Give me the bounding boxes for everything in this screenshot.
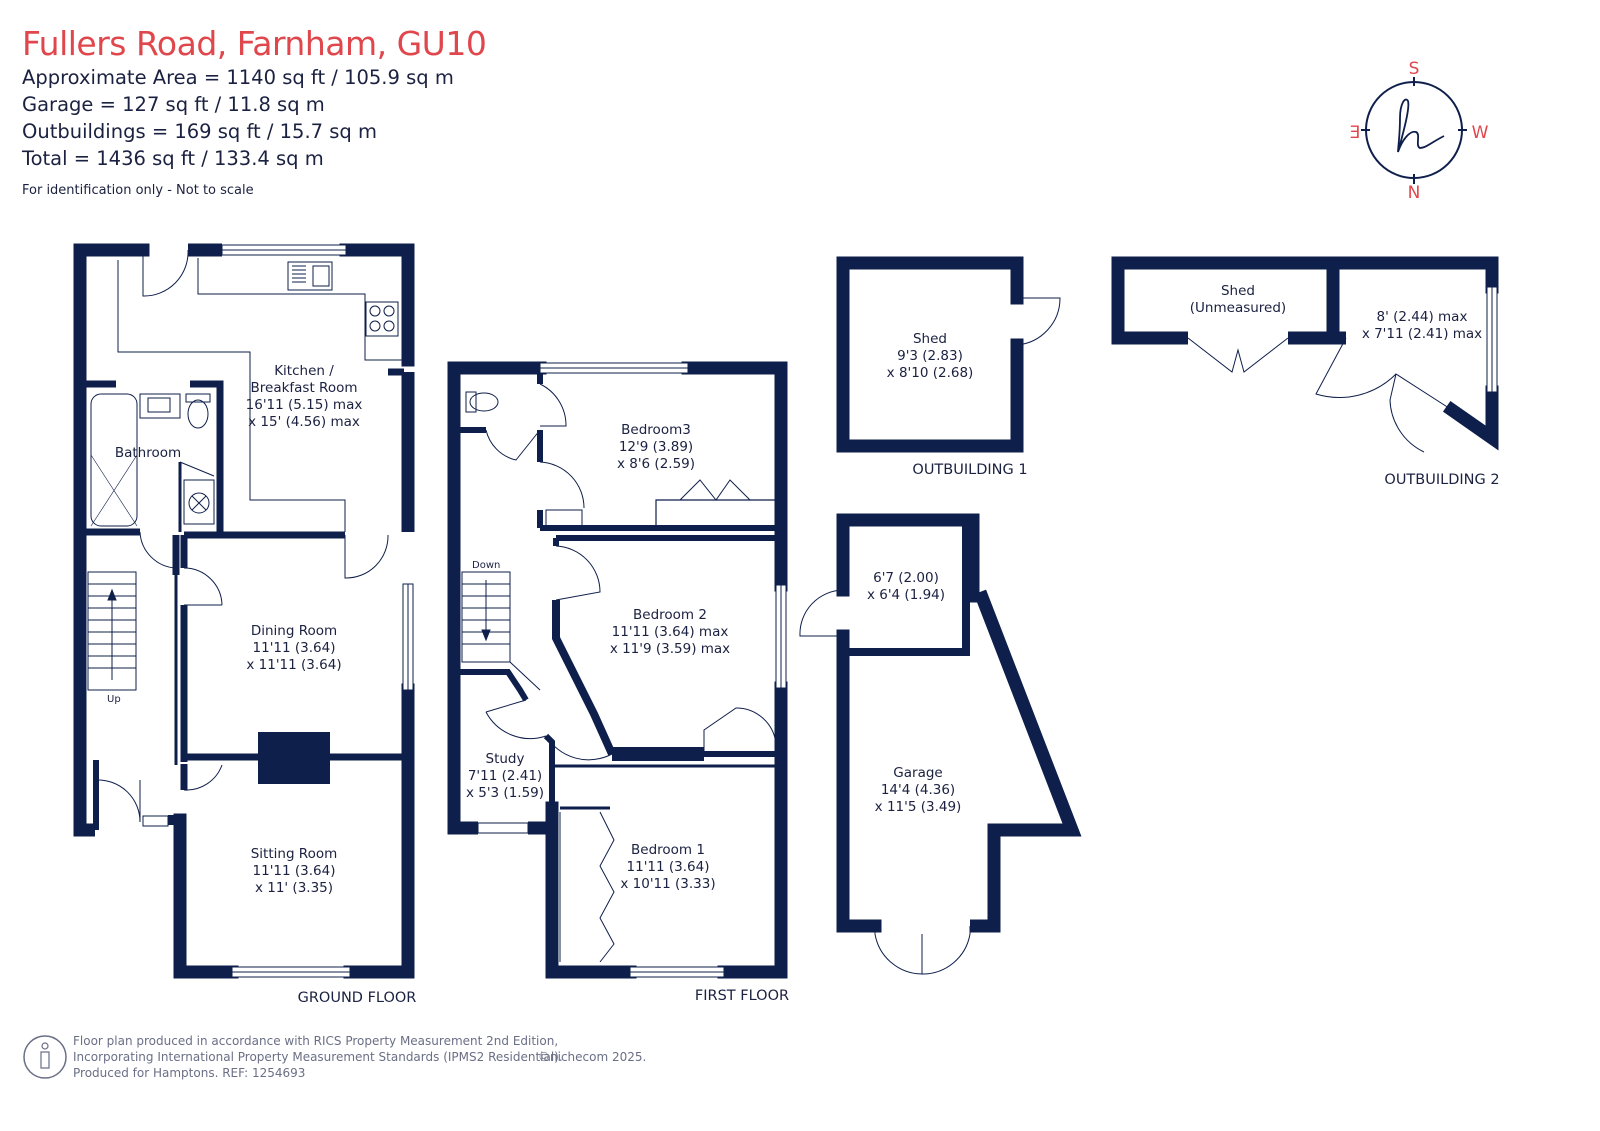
page-title: Fullers Road, Farnham, GU10 bbox=[22, 24, 487, 63]
info-icon bbox=[23, 1035, 67, 1079]
outbuilding-2-labels: Shed (Unmeasured) 8' (2.44) max x 7'11 (… bbox=[1190, 283, 1500, 488]
bathroom-name: Bathroom bbox=[115, 445, 181, 461]
garage-labels: 6'7 (2.00) x 6'4 (1.94) Garage 14'4 (4.3… bbox=[867, 570, 961, 815]
bedroom3-length: 12'9 (3.89) bbox=[619, 439, 693, 455]
compass-right: W bbox=[1472, 123, 1489, 143]
logo-h-icon bbox=[1397, 98, 1445, 153]
garage-length: 14'4 (4.36) bbox=[881, 782, 955, 798]
bedroom1-width: x 10'11 (3.33) bbox=[620, 876, 715, 892]
store2-width: x 7'11 (2.41) max bbox=[1362, 326, 1482, 342]
garage-area: Garage = 127 sq ft / 11.8 sq m bbox=[22, 93, 325, 116]
sitting-name: Sitting Room bbox=[251, 846, 338, 862]
shed1-name: Shed bbox=[913, 331, 947, 347]
bedroom3-name: Bedroom3 bbox=[621, 422, 691, 438]
outbuildings-area: Outbuildings = 169 sq ft / 15.7 sq m bbox=[22, 120, 377, 143]
shed2-note: (Unmeasured) bbox=[1190, 300, 1286, 316]
bedroom1-name: Bedroom 1 bbox=[631, 842, 705, 858]
garage-store-width: x 6'4 (1.94) bbox=[867, 587, 945, 603]
bedroom2-length: 11'11 (3.64) max bbox=[612, 624, 729, 640]
outbuilding-2 bbox=[1111, 256, 1499, 453]
study-name: Study bbox=[486, 751, 525, 767]
kitchen-length: 16'11 (5.15) max bbox=[246, 397, 363, 413]
scale-note: For identification only - Not to scale bbox=[22, 183, 254, 198]
footer-copyright: ©nichecom 2025. bbox=[538, 1050, 647, 1064]
total-area: Total = 1436 sq ft / 133.4 sq m bbox=[22, 147, 324, 170]
stair-down-label: Down bbox=[472, 560, 500, 571]
shed2-name: Shed bbox=[1221, 283, 1255, 299]
outbuilding2-label: OUTBUILDING 2 bbox=[1384, 472, 1499, 488]
dining-width: x 11'11 (3.64) bbox=[246, 657, 341, 673]
compass-top: S bbox=[1409, 59, 1420, 79]
kitchen-name-2: Breakfast Room bbox=[251, 380, 358, 396]
outbuilding-1-labels: Shed 9'3 (2.83) x 8'10 (2.68) OUTBUILDIN… bbox=[887, 331, 1028, 478]
dining-name: Dining Room bbox=[251, 623, 337, 639]
garage bbox=[799, 513, 1082, 975]
approximate-area: Approximate Area = 1140 sq ft / 105.9 sq… bbox=[22, 66, 454, 89]
ground-floor-labels: Kitchen / Breakfast Room 16'11 (5.15) ma… bbox=[107, 363, 416, 1006]
outbuilding-1 bbox=[836, 256, 1061, 453]
shed1-length: 9'3 (2.83) bbox=[897, 348, 963, 364]
footer-line-1: Floor plan produced in accordance with R… bbox=[73, 1034, 559, 1048]
footer-line-2: Incorporating International Property Mea… bbox=[73, 1050, 563, 1064]
garage-store-length: 6'7 (2.00) bbox=[873, 570, 939, 586]
bedroom1-length: 11'11 (3.64) bbox=[627, 859, 710, 875]
study-length: 7'11 (2.41) bbox=[468, 768, 542, 784]
dining-length: 11'11 (3.64) bbox=[253, 640, 336, 656]
bedroom2-width: x 11'9 (3.59) max bbox=[610, 641, 730, 657]
study-width: x 5'3 (1.59) bbox=[466, 785, 544, 801]
outbuilding1-label: OUTBUILDING 1 bbox=[912, 462, 1027, 478]
kitchen-name: Kitchen / bbox=[274, 363, 334, 379]
first-floor-labels: Bedroom3 12'9 (3.89) x 8'6 (2.59) Bedroo… bbox=[466, 422, 789, 1004]
compass-bottom: N bbox=[1408, 183, 1421, 203]
stair-up-label: Up bbox=[107, 694, 121, 705]
ground-floor bbox=[73, 243, 415, 979]
compass-left: E bbox=[1350, 123, 1361, 143]
garage-name: Garage bbox=[893, 765, 942, 781]
shed1-width: x 8'10 (2.68) bbox=[887, 365, 974, 381]
sitting-width: x 11' (3.35) bbox=[255, 880, 333, 896]
compass: S W N E bbox=[1350, 59, 1489, 203]
bedroom3-width: x 8'6 (2.59) bbox=[617, 456, 695, 472]
sitting-length: 11'11 (3.64) bbox=[253, 863, 336, 879]
first-floor bbox=[447, 361, 788, 979]
store2-length: 8' (2.44) max bbox=[1377, 309, 1468, 325]
bedroom2-name: Bedroom 2 bbox=[633, 607, 707, 623]
footer-line-3: Produced for Hamptons. REF: 1254693 bbox=[73, 1066, 306, 1080]
ground-floor-label: GROUND FLOOR bbox=[298, 990, 417, 1006]
garage-width: x 11'5 (3.49) bbox=[875, 799, 962, 815]
compass-ring bbox=[1365, 81, 1463, 179]
first-floor-label: FIRST FLOOR bbox=[695, 988, 789, 1004]
kitchen-width: x 15' (4.56) max bbox=[248, 414, 360, 430]
